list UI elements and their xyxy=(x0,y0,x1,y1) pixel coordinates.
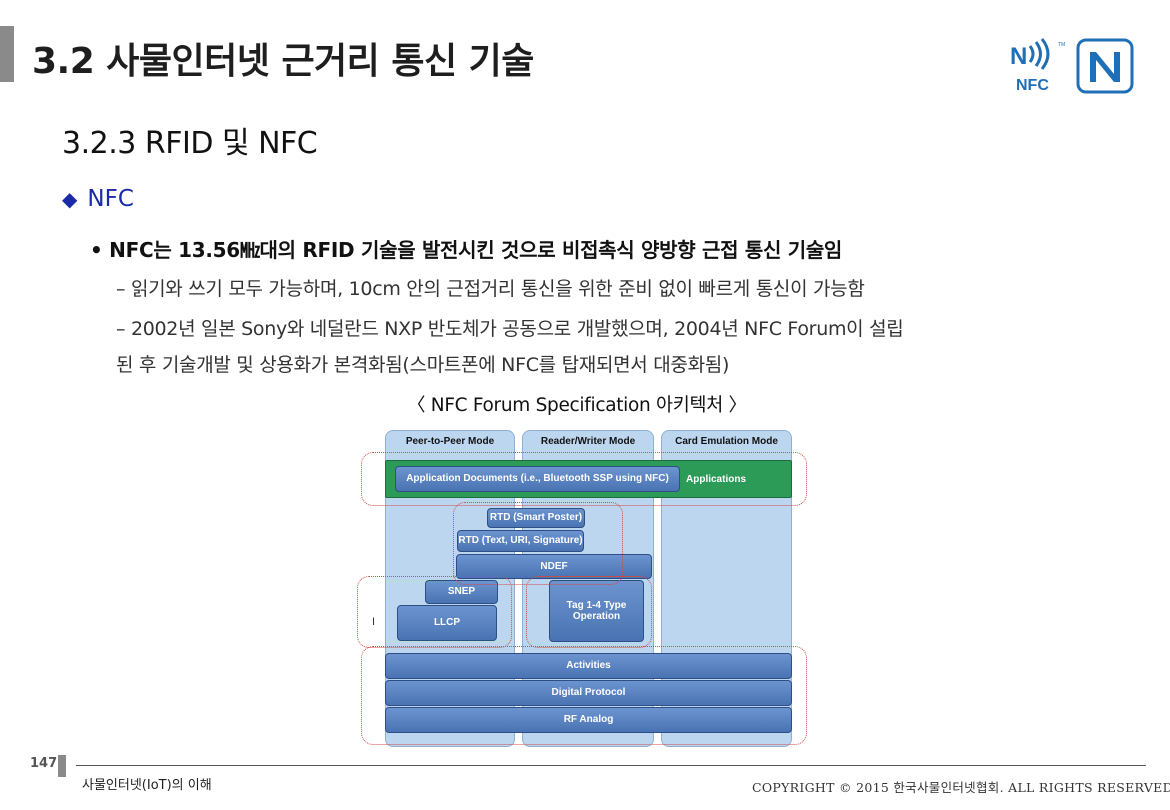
page-number-bar xyxy=(58,755,66,777)
footer-copyright: COPYRIGHT © 2015 한국사물인터넷협회. ALL RIGHTS R… xyxy=(752,780,1170,795)
title-accent-bar xyxy=(0,26,14,82)
rtd-smart-poster-block: RTD (Smart Poster) xyxy=(487,508,585,528)
ndef-block: NDEF xyxy=(456,554,652,579)
bullet-dot-icon: • xyxy=(90,238,110,262)
main-bullet: • NFC는 13.56㎒대의 RFID 기술을 발전시킨 것으로 비접촉식 양… xyxy=(90,234,842,263)
main-bullet-text: NFC는 13.56㎒대의 RFID 기술을 발전시킨 것으로 비접촉식 양방향… xyxy=(109,238,843,262)
column-label-card-emulation: Card Emulation Mode xyxy=(675,436,778,447)
rtd-text-uri-signature-block: RTD (Text, URI, Signature) xyxy=(457,530,584,552)
side-mark: I xyxy=(372,616,376,628)
column-label-reader-writer: Reader/Writer Mode xyxy=(540,436,636,447)
application-documents-block: Application Documents (i.e., Bluetooth S… xyxy=(395,466,680,492)
sub-bullet-3: 된 후 기술개발 및 상용화가 본격화됨(스마트폰에 NFC를 탑재되면서 대중… xyxy=(116,354,730,376)
page-number: 147 xyxy=(30,756,58,771)
footer-divider xyxy=(76,765,1146,766)
nfc-n-mark-icon xyxy=(1076,38,1134,94)
llcp-block: LLCP xyxy=(397,605,497,641)
column-label-peer-to-peer: Peer-to-Peer Mode xyxy=(405,436,495,447)
section-subtitle: 3.2.3 RFID 및 NFC xyxy=(62,126,318,161)
rf-analog-block: RF Analog xyxy=(385,707,792,733)
svg-text:TM: TM xyxy=(1058,42,1065,48)
footer-course-title: 사물인터넷(IoT)의 이해 xyxy=(82,778,212,793)
dotted-outline-ndef-stack xyxy=(453,502,623,585)
applications-label: Applications xyxy=(686,474,747,485)
diamond-bullet-icon: ◆ xyxy=(62,187,78,211)
slide-title: 3.2 사물인터넷 근거리 통신 기술 xyxy=(32,41,534,82)
nfc-logo-label: NFC xyxy=(1016,77,1049,94)
dotted-outline-applications xyxy=(361,452,807,506)
section-heading-text: NFC xyxy=(87,186,134,212)
figure-caption: 〈 NFC Forum Specification 아키텍처 〉 xyxy=(407,395,747,416)
dotted-outline-analog-stack xyxy=(361,646,807,745)
svg-text:N: N xyxy=(1010,43,1027,70)
dotted-outline-llcp-stack xyxy=(357,576,512,648)
dotted-outline-tag-stack xyxy=(526,576,652,648)
sub-bullet-1: – 읽기와 쓰기 모두 가능하며, 10cm 안의 근접거리 통신을 위한 준비… xyxy=(116,278,865,300)
tag-operation-block: Tag 1-4 Type Operation xyxy=(549,580,644,642)
sub-bullet-2: – 2002년 일본 Sony와 네덜란드 NXP 반도체가 공동으로 개발했으… xyxy=(116,318,904,340)
section-heading: ◆ NFC xyxy=(62,186,134,212)
digital-protocol-block: Digital Protocol xyxy=(385,680,792,706)
nfc-logo-icon: N TM NFC xyxy=(1010,38,1065,94)
activities-block: Activities xyxy=(385,653,792,679)
